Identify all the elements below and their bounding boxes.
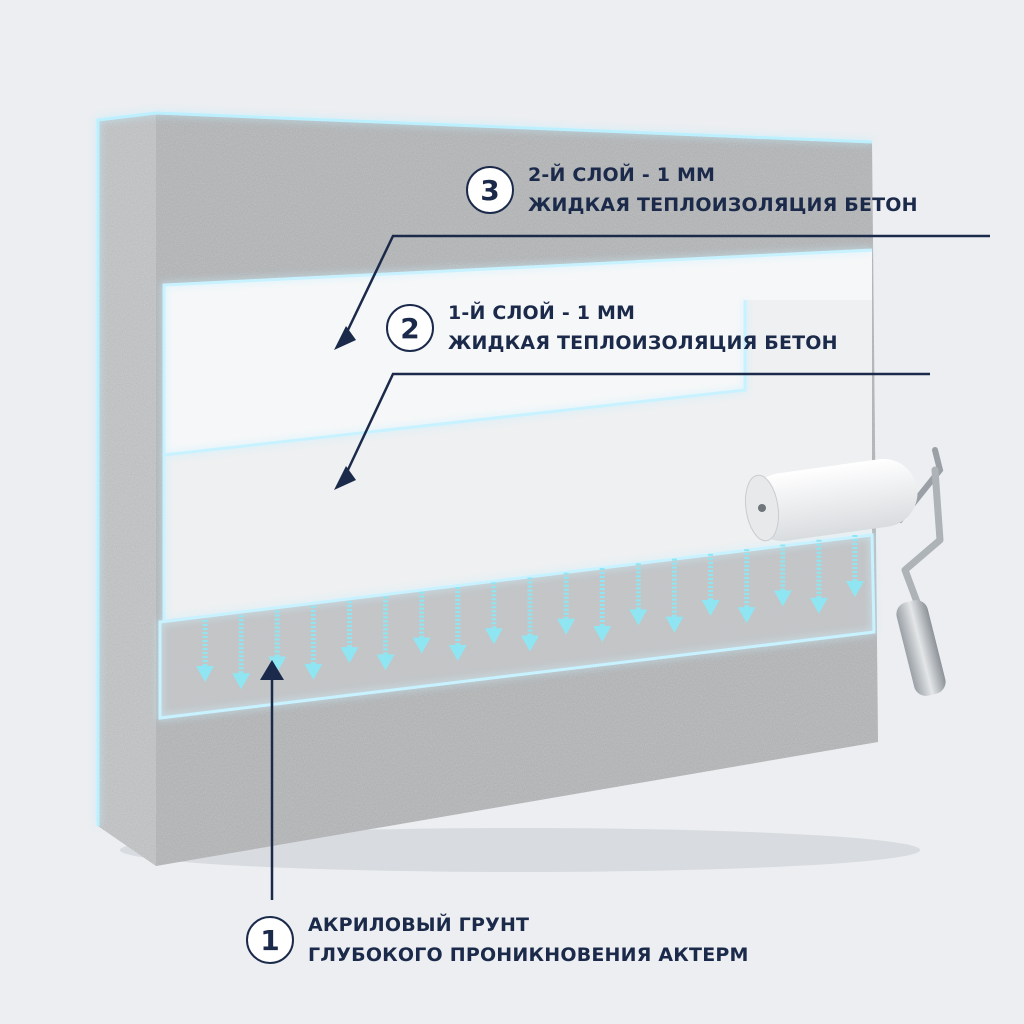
down-arrow-head [701,599,720,616]
down-arrow-head [737,607,756,624]
down-arrow-head [665,616,684,633]
down-arrow-head [376,654,395,671]
roller-arm [901,466,944,614]
coating-layer-2-glow [162,248,873,455]
down-arrow-icon [557,572,576,635]
down-arrow-head [521,635,539,652]
callout-1-text: АКРИЛОВЫЙ ГРУНТ ГЛУБОКОГО ПРОНИКНОВЕНИЯ … [308,910,749,970]
arrowhead-1 [260,660,284,680]
badge-1: 1 [246,916,294,964]
down-arrow-head [340,647,359,664]
wall-glow-edge [96,111,873,826]
coating-layer-2 [164,250,872,455]
leader-line-3 [344,234,990,335]
leader-arrowheads [260,326,356,680]
down-arrow-head [232,673,251,690]
badge-3: 3 [466,166,514,214]
down-arrow-icon [484,582,503,645]
down-arrow-icon [412,591,431,654]
callout-2-line1: 1-Й СЛОЙ - 1 ММ [448,302,636,324]
down-arrow-head [809,597,828,614]
coating-layer-1 [164,300,872,620]
down-arrow-head [593,626,612,643]
down-arrow-icon [521,577,539,652]
callout-1-line1: АКРИЛОВЫЙ ГРУНТ [308,914,530,936]
down-arrow-icon [340,601,359,664]
wall-shadow [120,828,920,872]
callout-3-line1: 2-Й СЛОЙ - 1 ММ [528,164,716,186]
down-arrow-head [412,637,431,654]
coating-layer-1-glow [162,300,747,620]
penetration-arrows [196,535,864,690]
badge-2: 2 [386,304,434,352]
down-arrow-icon [773,544,792,607]
callout-3-text: 2-Й СЛОЙ - 1 ММ ЖИДКАЯ ТЕПЛОИЗОЛЯЦИЯ БЕТ… [528,160,918,220]
down-arrow-head [557,618,576,635]
down-arrow-icon [376,596,395,671]
down-arrow-head [268,656,287,673]
down-arrow-icon [304,605,323,680]
down-arrow-head [773,590,792,607]
callout-layer-3: 3 2-Й СЛОЙ - 1 ММ ЖИДКАЯ ТЕПЛОИЗОЛЯЦИЯ Б… [466,160,918,220]
callout-2-line2: ЖИДКАЯ ТЕПЛОИЗОЛЯЦИЯ БЕТОН [448,332,838,354]
arrowhead-2 [334,466,356,490]
callout-1-line2: ГЛУБОКОГО ПРОНИКНОВЕНИЯ АКТЕРМ [308,944,749,966]
down-arrow-head [448,644,467,661]
down-arrow-icon [448,586,467,661]
down-arrow-head [846,581,864,597]
down-arrow-icon [665,558,684,633]
down-arrow-icon [268,610,287,673]
roller-cover [748,458,918,542]
down-arrow-icon [846,535,864,597]
callout-3-line2: ЖИДКАЯ ТЕПЛОИЗОЛЯЦИЯ БЕТОН [528,194,918,216]
down-arrow-head [484,628,503,645]
roller-axle [758,504,766,512]
roller-handle [896,600,946,696]
callout-layer-2: 2 1-Й СЛОЙ - 1 ММ ЖИДКАЯ ТЕПЛОИЗОЛЯЦИЯ Б… [386,298,838,358]
down-arrow-icon [701,553,720,616]
leader-lines [270,234,990,900]
down-arrow-head [629,609,648,626]
leader-line-2 [344,372,930,475]
down-arrow-head [196,666,214,682]
down-arrow-icon [809,539,828,614]
down-arrow-icon [593,568,612,643]
callout-2-text: 1-Й СЛОЙ - 1 ММ ЖИДКАЯ ТЕПЛОИЗОЛЯЦИЯ БЕТ… [448,298,838,358]
down-arrow-icon [232,615,251,690]
primer-band [160,535,874,718]
primer-band-outline [158,533,876,720]
wall-side-face [98,113,156,866]
down-arrow-icon [196,620,214,682]
arrowhead-3 [334,326,356,350]
down-arrow-icon [629,563,648,626]
down-arrow-icon [737,549,756,624]
paint-roller-icon [745,447,946,696]
callout-layer-1: 1 АКРИЛОВЫЙ ГРУНТ ГЛУБОКОГО ПРОНИКНОВЕНИ… [246,910,749,970]
down-arrow-head [304,663,323,680]
